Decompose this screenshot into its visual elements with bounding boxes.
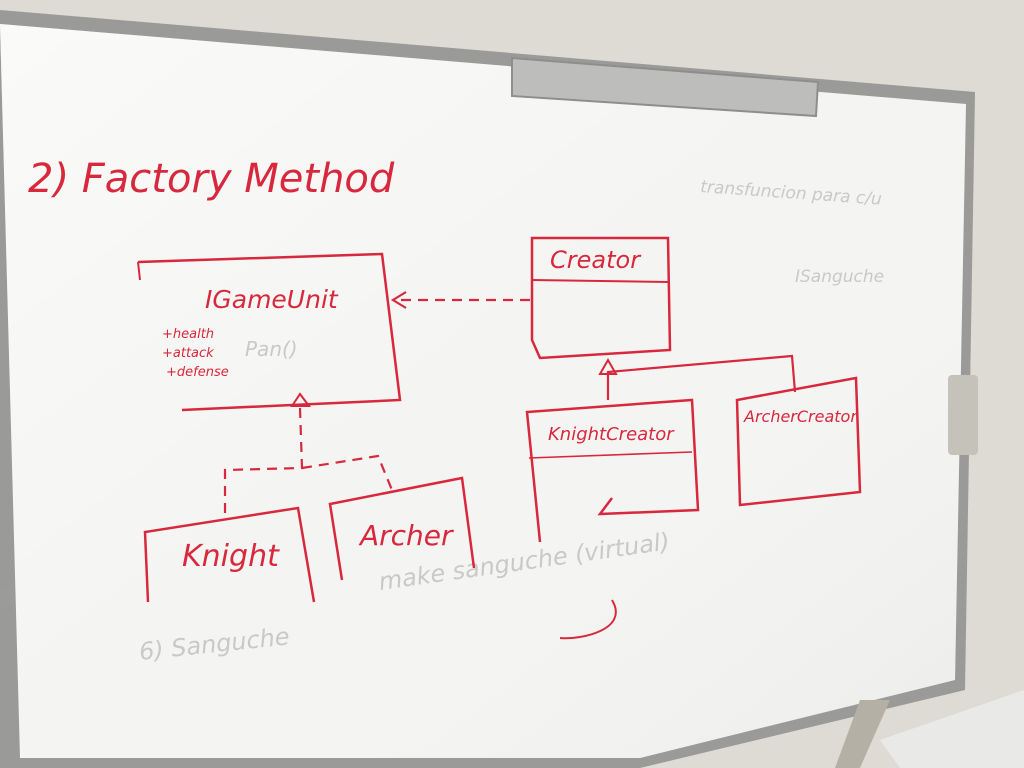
stray-ink-stroke [559,599,617,640]
side-holder [948,375,978,455]
archer-box-border [328,476,476,581]
interface-name: IGameUnit [205,285,339,314]
interface-box-left-edge [137,261,141,281]
interface-member-2: +attack [162,346,214,361]
creator-name: Creator [550,246,642,274]
knight-box-border [143,506,316,603]
knight-creator-box: KnightCreator [525,398,700,543]
board-glare [0,24,966,758]
ghost-text-3: Pan() [245,337,298,361]
creator-box-divider [531,279,669,283]
knight-name: Knight [182,539,280,574]
knight-realization-line [223,407,304,515]
knight-creator-box-border [525,398,700,543]
knight-creator-divider [528,451,693,459]
knight-creator-name: KnightCreator [548,424,675,445]
archer-realization-line [301,454,394,491]
floor-outlet [880,690,1024,768]
interface-member-1: +health [162,327,214,342]
realization-arrowhead [290,392,311,407]
creator-inheritance-line [606,354,797,400]
creator-inheritance-arrowhead [598,357,618,375]
archer-box: Archer [328,476,476,581]
board-title: 2) Factory Method [28,156,395,202]
archer-creator-box-border [735,376,862,507]
creator-box: Creator [530,236,672,360]
board-leg [835,700,890,768]
interface-box-border [137,252,402,412]
interface-member-3: +defense [166,365,229,380]
archer-creator-name: ArcherCreator [743,407,858,426]
archer-creator-box: ArcherCreator [735,376,862,507]
interface-box-igameunit: IGameUnit +health +attack +defense [137,252,402,412]
archer-name: Archer [358,519,454,552]
dependency-arrowhead [390,291,407,309]
ghost-text-5: ISanguche [795,267,884,287]
creator-box-border [530,236,672,360]
knight-box: Knight [143,506,316,603]
board-clip-rail [511,56,820,118]
frame-screw [0,589,15,607]
